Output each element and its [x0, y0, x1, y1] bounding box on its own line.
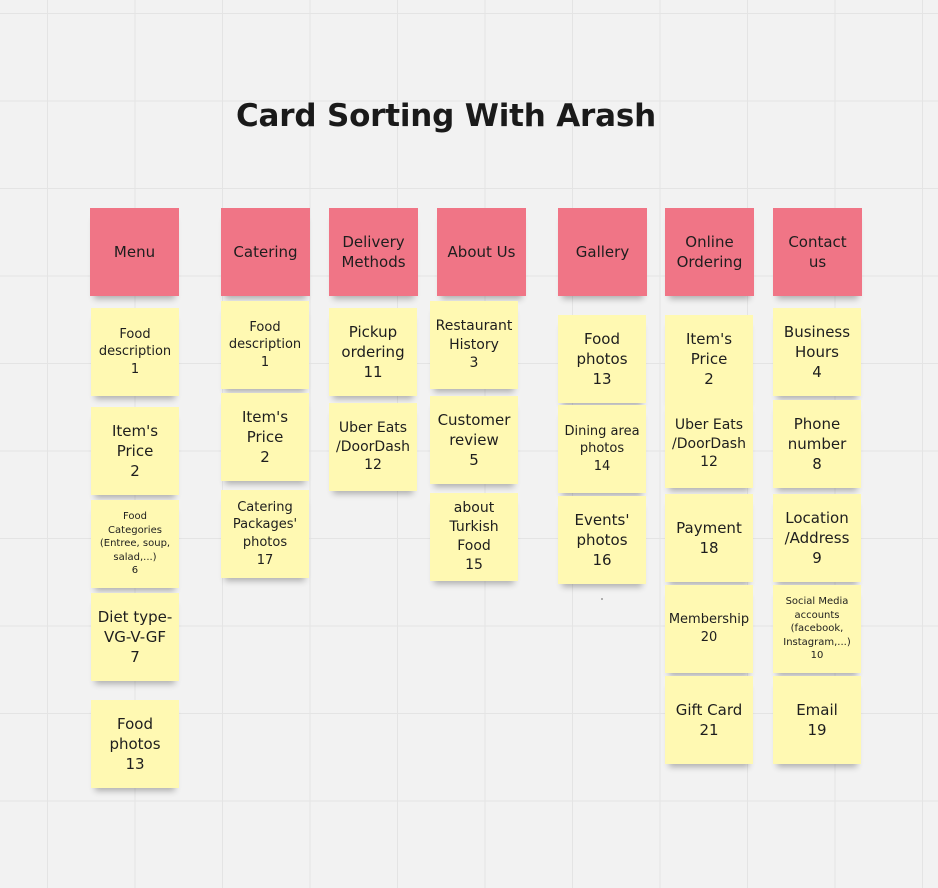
header-menu[interactable]: Menu [90, 208, 179, 296]
header-label: Menu [113, 243, 156, 261]
header-label: Catering [233, 243, 298, 261]
header-catering[interactable]: Catering [221, 208, 310, 296]
stray-dot [601, 598, 603, 600]
header-about-us[interactable]: About Us [437, 208, 526, 296]
board-title: Card Sorting With Arash [236, 98, 656, 134]
header-gallery[interactable]: Gallery [558, 208, 647, 296]
header-label: About Us [447, 243, 516, 261]
header-label: Gallery [575, 243, 630, 261]
